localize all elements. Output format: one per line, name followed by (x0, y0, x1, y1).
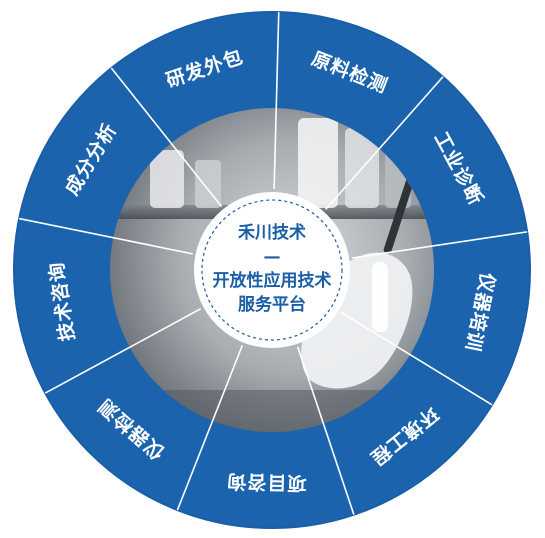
segment-divider (44, 307, 202, 394)
hub-line-dash: — (264, 247, 281, 267)
hub-line-platform: 开放性应用技术 (213, 270, 332, 291)
hub-dashed-ring (201, 199, 343, 341)
segment-divider (351, 231, 528, 259)
segment-divider (176, 345, 244, 511)
segment-divider (296, 346, 355, 515)
segment-divider (273, 12, 280, 190)
hub-line-service: 服务平台 (238, 294, 306, 315)
segment-divider (110, 67, 223, 208)
segment-divider (325, 76, 444, 210)
segment-divider (19, 217, 193, 255)
hub-line-company: 禾川技术 (238, 222, 306, 243)
segment-divider (340, 311, 493, 406)
hub-circle (194, 192, 350, 348)
segment-dividers (19, 12, 528, 515)
segment-label: 项目咨询 (226, 470, 307, 495)
